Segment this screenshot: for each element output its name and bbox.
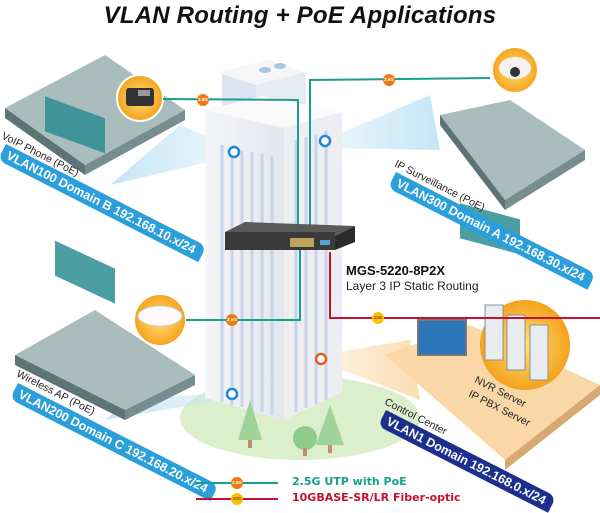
tower-port-surveillance: [318, 134, 332, 148]
office-wireless: [15, 240, 195, 420]
beam-surveillance: [325, 95, 440, 150]
tower-port-wireless: [225, 387, 239, 401]
tower-port-voip: [227, 145, 241, 159]
tower-port-control: [314, 352, 328, 366]
link-badge-surveillance: 2.5G: [383, 74, 395, 86]
voip-phone-icon: [116, 74, 164, 122]
switch-description: Layer 3 IP Static Routing: [346, 279, 479, 293]
switch-device: [225, 222, 355, 250]
diagram-title: VLAN Routing + PoE Applications: [103, 2, 497, 29]
legend-label-fiber: 10GBASE-SR/LR Fiber-optic: [292, 491, 461, 504]
link-badge-voip: 2.5G: [197, 94, 209, 106]
beam-voip: [110, 125, 234, 185]
wireless-ap-icon: [133, 293, 187, 347]
switch-model: MGS-5220-8P2X: [346, 263, 445, 278]
legend-badge-fiber: 10G: [231, 493, 243, 505]
link-badge-control: 10G: [372, 312, 384, 324]
ip-camera-icon: [491, 46, 539, 94]
legend-badge-utp: 2.5G: [231, 477, 243, 489]
control-center-platform: [385, 300, 600, 470]
fiber-cable: [329, 252, 600, 319]
legend-label-utp: 2.5G UTP with PoE: [292, 475, 407, 488]
trees: [238, 400, 344, 456]
link-badge-wireless: 2.5G: [226, 314, 238, 326]
